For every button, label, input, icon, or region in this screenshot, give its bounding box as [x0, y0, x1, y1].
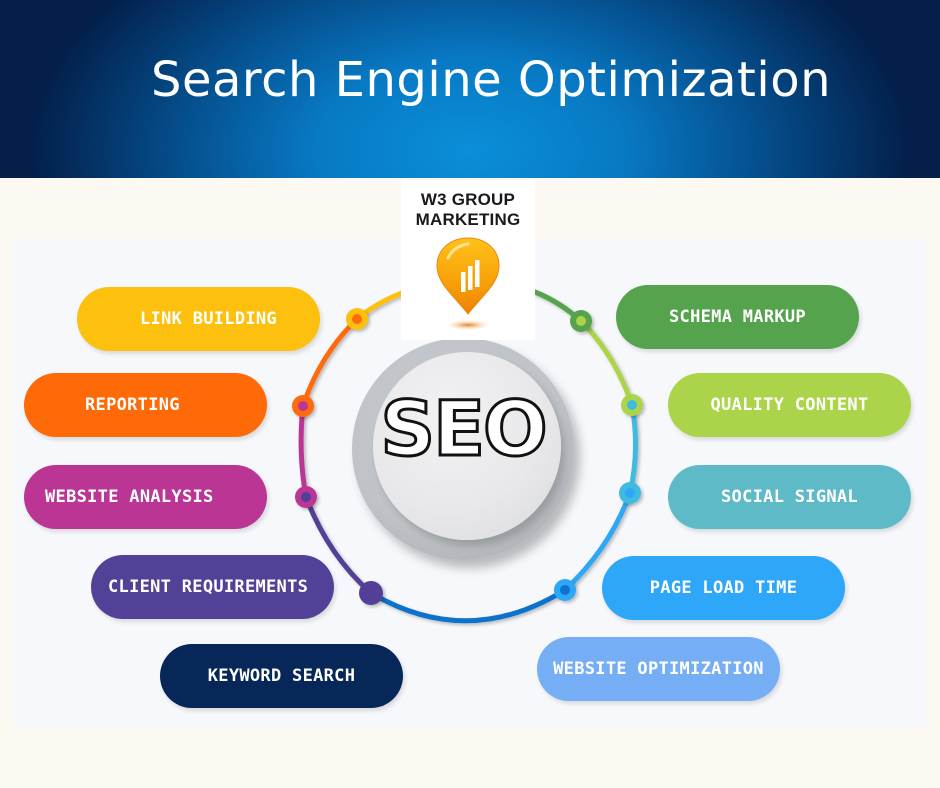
page-title: Search Engine Optimization: [151, 52, 831, 108]
item-website-optimization: WEBSITE OPTIMIZATION: [537, 637, 780, 701]
item-reporting: REPORTING: [24, 373, 267, 437]
item-link-building: LINK BUILDING: [77, 287, 320, 351]
item-page-load-time: PAGE LOAD TIME: [602, 556, 845, 620]
seo-label: SEO: [379, 383, 549, 475]
brand-logo: W3 GROUP MARKETING: [401, 180, 535, 340]
item-keyword-search: KEYWORD SEARCH: [160, 644, 403, 708]
header-banner: Search Engine Optimization: [0, 0, 940, 178]
item-quality-content: QUALITY CONTENT: [668, 373, 911, 437]
seo-disc-inner: [373, 352, 561, 540]
item-client-requirements: CLIENT REQUIREMENTS: [91, 555, 334, 619]
map-pin-chart-icon: [436, 237, 500, 330]
logo-text: W3 GROUP MARKETING: [415, 190, 521, 229]
item-social-signal: SOCIAL SIGNAL: [668, 465, 911, 529]
item-schema-markup: SCHEMA MARKUP: [616, 285, 859, 349]
item-website-analysis: WEBSITE ANALYSIS: [24, 465, 267, 529]
